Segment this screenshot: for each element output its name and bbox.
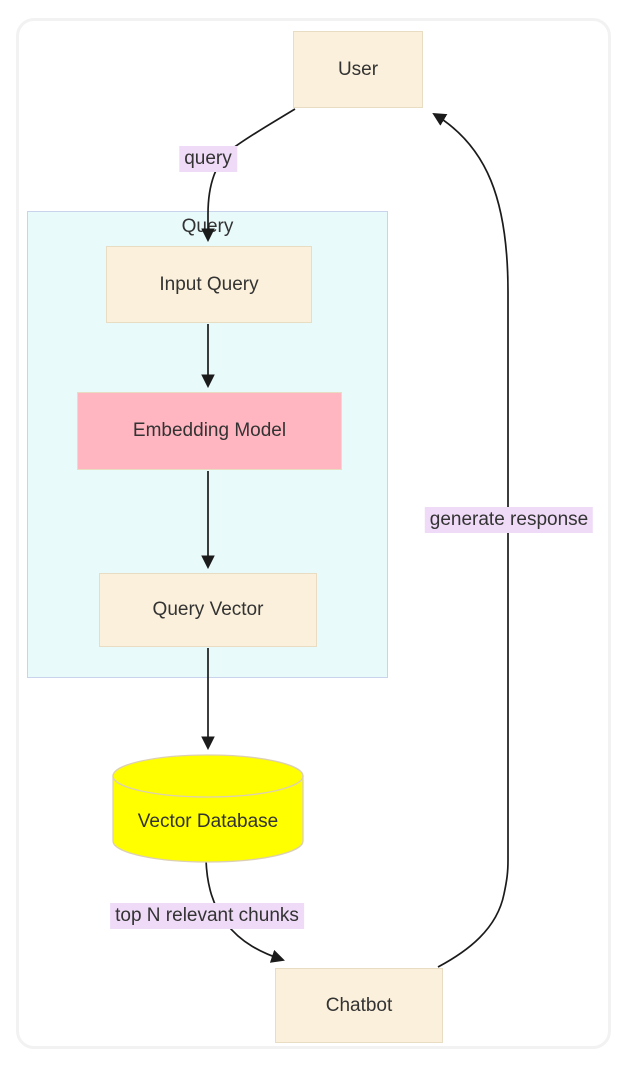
node-query-vector: Query Vector bbox=[99, 573, 317, 647]
edge-label-query: query bbox=[179, 146, 237, 172]
node-input-query: Input Query bbox=[106, 246, 312, 323]
edge-user-to-input-query bbox=[201, 108, 296, 243]
edge-chatbot-to-user bbox=[432, 112, 509, 968]
node-chatbot: Chatbot bbox=[275, 968, 443, 1043]
node-user: User bbox=[293, 31, 423, 108]
node-embedding-model: Embedding Model bbox=[77, 392, 342, 470]
edge-label-top-n-relevant-chunks: top N relevant chunks bbox=[110, 903, 304, 929]
node-vector-database-label: Vector Database bbox=[137, 811, 279, 832]
edge-label-generate-response: generate response bbox=[424, 507, 594, 533]
vector-database-shape bbox=[112, 754, 304, 863]
